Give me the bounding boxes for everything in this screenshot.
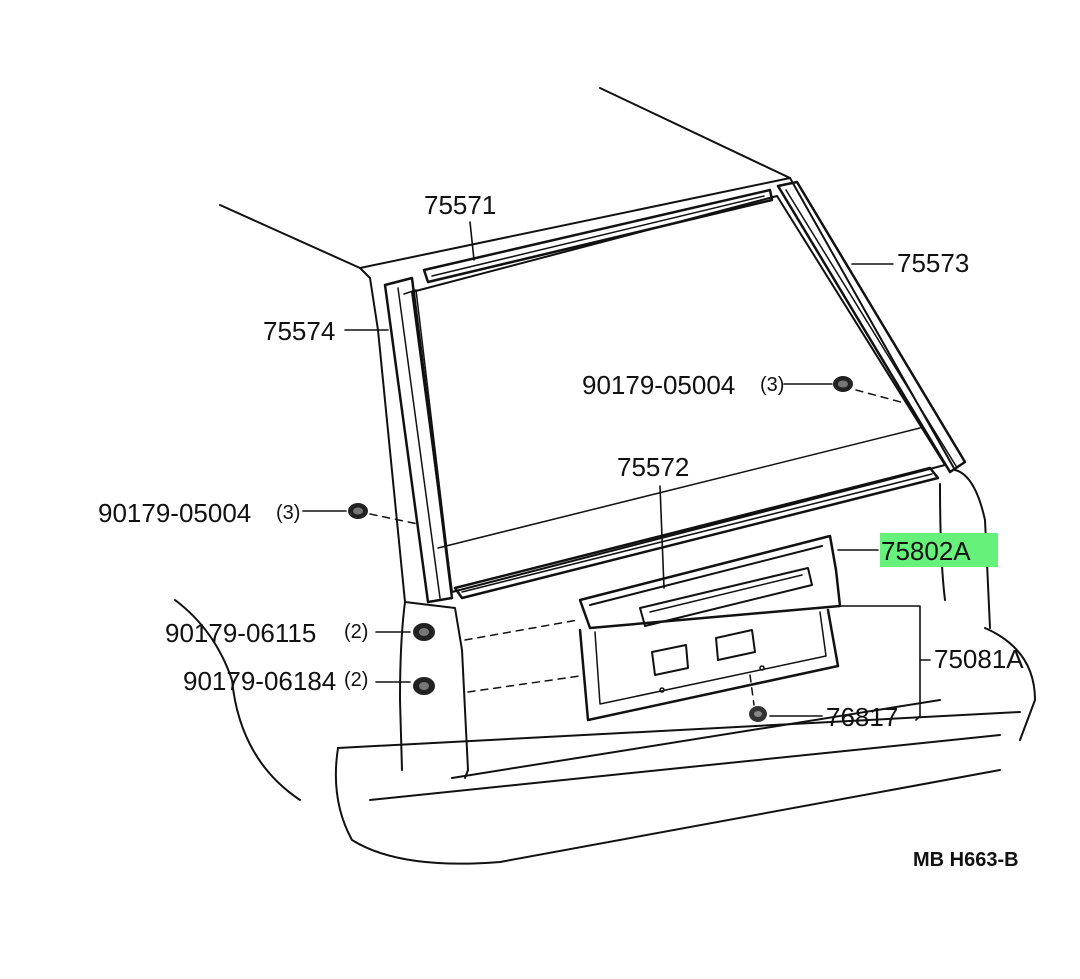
body-outline [174, 177, 1036, 865]
lower-molding [453, 466, 940, 600]
label-plate-assembly: 75081A [934, 644, 1024, 674]
label-highlighted-part: 75802A [881, 536, 971, 566]
label-nut-06115: 90179-06115 [165, 618, 316, 648]
license-plate-garnish [578, 534, 842, 630]
nut-icon-06184 [413, 677, 435, 695]
roof-molding [422, 188, 774, 284]
figure-code: MB H663-B [913, 849, 1019, 871]
right-pillar-molding [776, 180, 967, 474]
leader-lines [302, 221, 931, 721]
nut-icon-06115 [413, 623, 435, 641]
license-plate-base [578, 608, 840, 722]
label-nut-left: 90179-05004 [98, 498, 251, 528]
label-nut-upper-right-qty: (3) [760, 374, 784, 396]
label-nut-upper-right: 90179-05004 [582, 370, 735, 400]
label-left-pillar-molding: 75574 [263, 316, 335, 346]
left-pillar-molding [383, 276, 454, 604]
part-highlight [880, 533, 998, 567]
label-roof-molding: 75571 [424, 190, 496, 220]
label-right-pillar-molding: 75573 [897, 248, 969, 278]
label-nut-left-qty: (3) [276, 502, 300, 524]
label-lower-molding: 75572 [617, 452, 689, 482]
label-nut-06184-qty: (2) [344, 669, 368, 691]
roof-outline [219, 87, 791, 279]
label-nut-06184: 90179-06184 [183, 666, 336, 696]
nut-icon-upper-right [833, 376, 853, 392]
clip-icon [749, 706, 767, 722]
label-clip: 76817 [826, 702, 898, 732]
label-nut-06115-qty: (2) [344, 621, 368, 643]
nut-icon-left [348, 503, 368, 519]
